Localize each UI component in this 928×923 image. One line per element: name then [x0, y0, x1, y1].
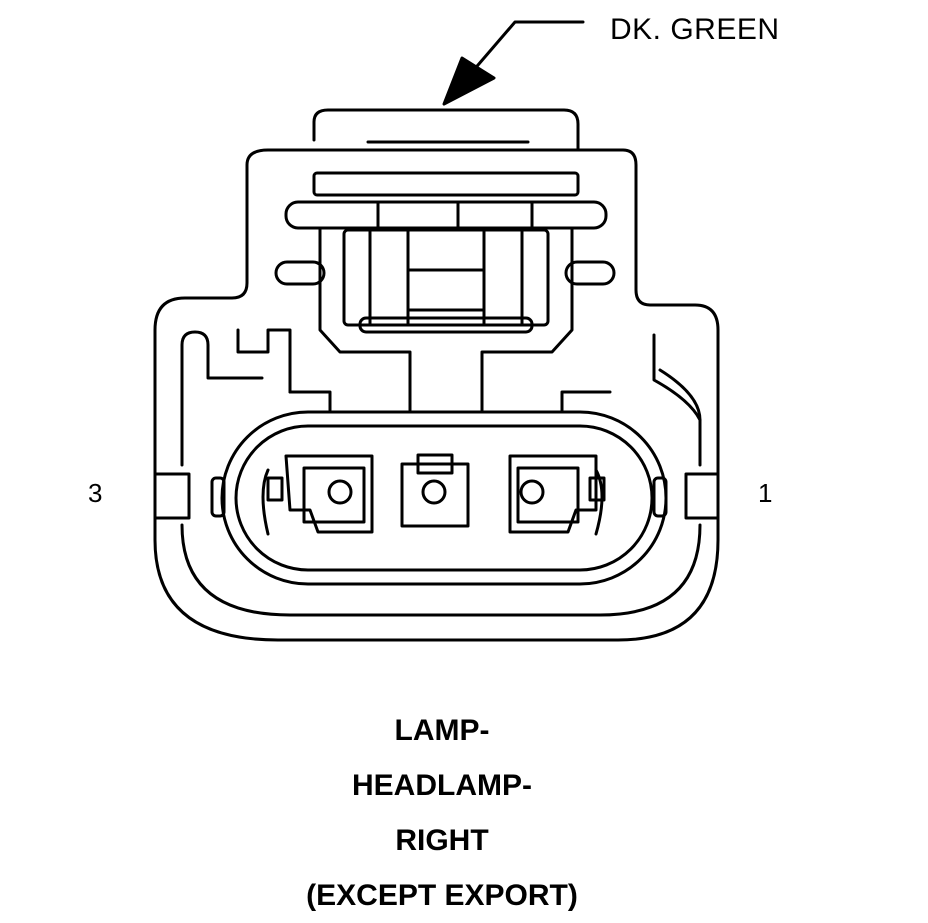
- caption-line-2: HEADLAMP-: [352, 769, 532, 802]
- connector-housing: [153, 148, 720, 642]
- caption-line-4: (EXCEPT EXPORT): [306, 879, 578, 912]
- caption-line-1: LAMP-: [394, 714, 490, 747]
- terminal-1: [508, 454, 606, 536]
- wire-color-label: DK. GREEN: [610, 13, 780, 46]
- latch-tab: [312, 108, 580, 152]
- caption-line-3: RIGHT: [395, 824, 489, 857]
- terminal-2: [400, 453, 470, 528]
- connector-diagram: [153, 20, 720, 642]
- connector-caption: LAMP- HEADLAMP- RIGHT (EXCEPT EXPORT): [0, 703, 884, 923]
- pin-number-right: 1: [758, 478, 773, 508]
- terminal-3: [261, 454, 374, 536]
- lock-frame: [312, 171, 580, 197]
- pin-number-left: 3: [88, 478, 103, 508]
- leader-arrow: [442, 20, 585, 106]
